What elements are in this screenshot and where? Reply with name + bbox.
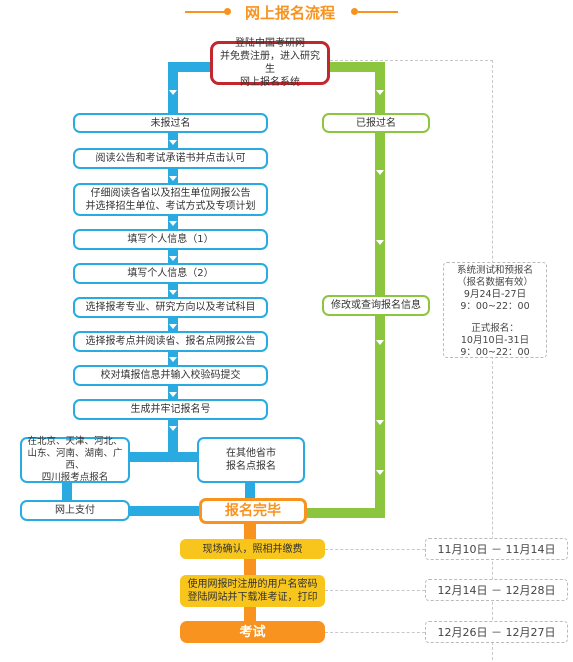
blue-left-connector — [168, 62, 178, 462]
start-line-1: 登陆中国考研网 — [235, 38, 305, 49]
date-print: 12月14日 － 12月28日 — [425, 579, 568, 601]
schedule-note: 系统测试和预报名 （报名数据有效） 9月24日-27日 9：00~22：00 正… — [443, 262, 547, 358]
title-dot-left — [224, 8, 231, 15]
note-line-7: 9：00~22：00 — [460, 347, 530, 358]
blue-other-branch — [168, 452, 198, 462]
step-registered: 已报过名 — [322, 113, 430, 133]
chevron-down-icon — [376, 340, 384, 345]
step-beijing-line-1: 在北京、天津、河北、 — [27, 436, 123, 447]
blue-beijing-branch — [120, 452, 178, 462]
step-info-2: 填写个人信息（2） — [73, 263, 268, 284]
chevron-down-icon — [169, 221, 177, 226]
title-line-right — [358, 11, 398, 13]
green-bottom-connector — [305, 508, 385, 518]
title-dot-right — [351, 8, 358, 15]
step-not-registered: 未报过名 — [73, 113, 268, 133]
step-other-line-2: 报名点报名 — [226, 461, 276, 472]
step-other-line-1: 在其他省市 — [226, 448, 276, 459]
chevron-down-icon — [376, 90, 384, 95]
note-line-6: 10月10日-31日 — [460, 335, 530, 346]
dash-confirm-date — [325, 549, 425, 550]
blue-top-connector — [168, 62, 212, 72]
step-generate-number: 生成并牢记报名号 — [73, 399, 268, 420]
chevron-down-icon — [376, 470, 384, 475]
step-verify-submit: 校对填报信息并输入校验码提交 — [73, 365, 268, 386]
title-line-left — [185, 11, 225, 13]
step-registration-done: 报名完毕 — [199, 498, 307, 524]
step-beijing-line-2: 山东、河南、湖南、广西、 — [27, 448, 123, 471]
step-print-line-2: 登陆网站并下载准考证，打印 — [187, 592, 318, 603]
chevron-down-icon — [169, 140, 177, 145]
note-line-2: （报名数据有效） — [456, 277, 533, 288]
step-modify-query: 修改或查询报名信息 — [322, 295, 430, 316]
note-line-4: 9：00~22：00 — [460, 301, 530, 312]
date-confirm: 11月10日 － 11月14日 — [425, 538, 568, 560]
step-select-unit-line-1: 仔细阅读各省以及招生单位网报公告 — [90, 187, 251, 199]
step-beijing-sites: 在北京、天津、河北、 山东、河南、湖南、广西、 四川报考点报名 — [20, 436, 130, 483]
step-print-line-1: 使用网报时注册的用户名密码 — [187, 579, 318, 590]
chevron-down-icon — [169, 392, 177, 397]
step-select-unit: 仔细阅读各省以及招生单位网报公告 并选择招生单位、考试方式及专项计划 — [73, 183, 268, 216]
start-line-2: 并免费注册，进入研究生 — [220, 51, 320, 75]
dashed-connector-top — [305, 60, 493, 61]
step-info-1: 填写个人信息（1） — [73, 229, 268, 250]
date-exam: 12月26日 － 12月27日 — [425, 621, 568, 643]
start-line-3: 网上报名系统 — [240, 77, 300, 88]
step-read-announcement: 阅读公告和考试承诺书并点击认可 — [73, 148, 268, 169]
chevron-down-icon — [376, 240, 384, 245]
step-select-unit-line-2: 并选择招生单位、考试方式及专项计划 — [85, 200, 256, 212]
chevron-down-icon — [169, 324, 177, 329]
step-print-ticket: 使用网报时注册的用户名密码 登陆网站并下载准考证，打印 — [180, 575, 325, 607]
start-node: 登陆中国考研网 并免费注册，进入研究生 网上报名系统 — [210, 38, 330, 88]
blue-beijing-down — [62, 480, 72, 502]
chevron-down-icon — [169, 176, 177, 181]
step-onsite-confirm: 现场确认，照相并缴费 — [180, 539, 325, 559]
step-exam: 考试 — [180, 621, 325, 643]
green-top-connector — [305, 62, 385, 72]
step-select-major: 选择报考专业、研究方向以及考试科目 — [73, 297, 268, 318]
blue-other-down — [245, 480, 255, 500]
note-line-5: 正式报名： — [471, 323, 519, 334]
step-select-site: 选择报考点并阅读省、报名点网报公告 — [73, 331, 268, 352]
chevron-down-icon — [169, 90, 177, 95]
dash-print-date — [325, 590, 425, 591]
note-spacer — [444, 313, 546, 323]
dashed-connector-right — [492, 60, 493, 660]
chevron-down-icon — [376, 170, 384, 175]
step-beijing-line-3: 四川报考点报名 — [41, 472, 109, 483]
note-line-1: 系统测试和预报名 — [456, 265, 533, 276]
chevron-down-icon — [169, 290, 177, 295]
green-right-connector — [375, 62, 385, 518]
chevron-down-icon — [376, 420, 384, 425]
step-online-payment: 网上支付 — [20, 500, 130, 521]
chevron-down-icon — [169, 357, 177, 362]
page-title: 网上报名流程 — [244, 4, 335, 22]
chevron-down-icon — [169, 426, 177, 431]
blue-pay-connector — [125, 506, 200, 516]
note-line-3: 9月24日-27日 — [463, 289, 527, 300]
chevron-down-icon — [169, 256, 177, 261]
dash-exam-date — [325, 632, 425, 633]
step-other-sites: 在其他省市 报名点报名 — [197, 437, 305, 483]
